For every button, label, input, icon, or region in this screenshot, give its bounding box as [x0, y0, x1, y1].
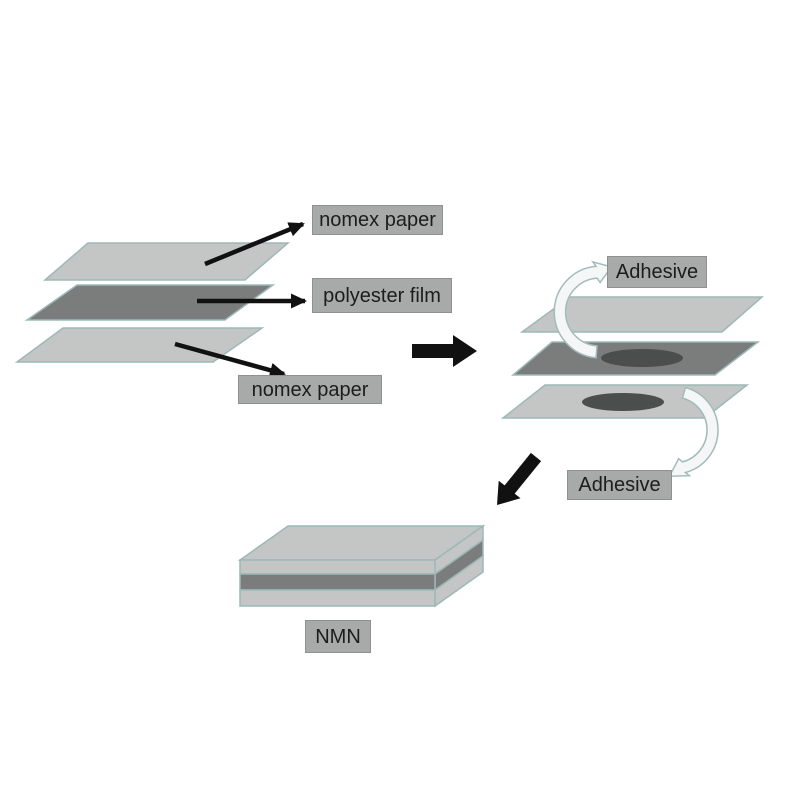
nmn-slab [237, 524, 486, 608]
nomex-layer-top [42, 242, 291, 281]
process-arrow-right [412, 335, 477, 367]
label-nmn-result: NMN [305, 620, 371, 653]
polyester-layer [24, 284, 276, 321]
curved-arrow-adhesive-bottom [668, 386, 719, 477]
label-adhesive-top: Adhesive [607, 256, 707, 288]
nomex-top-arrow [204, 221, 305, 267]
left-stack [14, 242, 291, 363]
slab-front-band-middle [239, 573, 436, 591]
slab-front-band-bottom [239, 589, 436, 607]
label-nomex-top: nomex paper [312, 205, 443, 235]
slab-front-band-top [239, 559, 436, 575]
right-nomex-layer-top [519, 296, 764, 333]
callout-arrows [174, 221, 307, 378]
adhesive-spot-middle [601, 349, 683, 367]
label-polyester-film: polyester film [312, 278, 452, 313]
curved-arrow-adhesive-top [553, 260, 613, 359]
nomex-bottom-arrow [174, 341, 286, 378]
adhesive-spot-bottom [582, 393, 664, 411]
right-stack [500, 296, 764, 419]
label-nomex-bottom: nomex paper [238, 375, 382, 404]
process-arrow-down-left [497, 452, 542, 505]
curved-arrows [553, 260, 719, 477]
label-adhesive-bottom: Adhesive [567, 470, 672, 500]
nomex-layer-bottom [14, 327, 265, 363]
